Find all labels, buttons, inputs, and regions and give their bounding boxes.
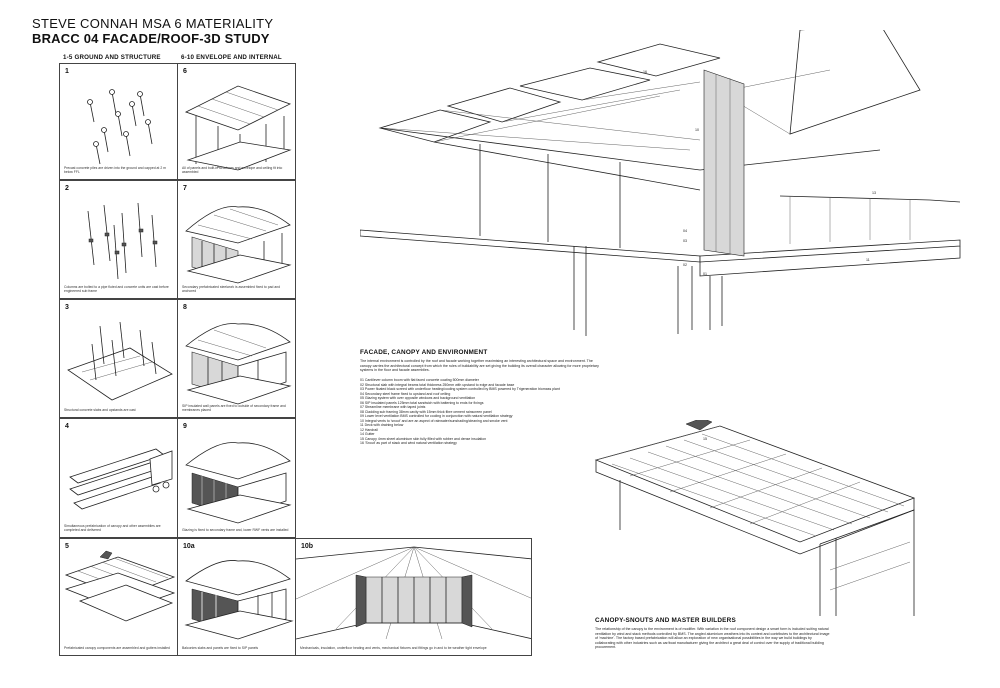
panel-2: 2 Columns are bolted to a pipe fluted an… [59, 180, 178, 299]
glazing-drawing [185, 442, 292, 524]
facade-key-item: 15 Canopy 4mm sheet aluminium skin fully… [360, 436, 487, 441]
panel-number: 10b [301, 543, 314, 550]
facade-key-item: 05 Glazing system with over opposite win… [360, 396, 476, 400]
canopy-assembly-drawing [64, 550, 176, 622]
panel-7: 7 Secondary prefabricated steelwork is a… [177, 180, 296, 299]
frame-roof-drawing [184, 85, 292, 171]
panel-number: 3 [65, 304, 69, 311]
tag-16: 16 [643, 70, 647, 74]
panel-caption: Precast concrete piles are driven into t… [64, 165, 166, 174]
slab-drawing [67, 321, 173, 401]
panel-10a: 10a Balconies slabs and panels are fixed… [177, 538, 296, 656]
panel-caption: Structural concrete slabs and upstands a… [64, 407, 136, 412]
panel-number: 8 [183, 304, 187, 311]
panel-1: 1 Precast concrete piles are driven into… [59, 63, 178, 180]
tag-02: 02 [683, 263, 687, 267]
panel-caption: Glazing is fixed to secondary frame and,… [182, 527, 289, 532]
panel-caption: All of panels and built-in structures an… [182, 165, 283, 174]
piles-drawing [87, 89, 153, 165]
secondary-frame-drawing [185, 206, 292, 284]
panel-caption: Mechanicals, insulation, underfloor heat… [300, 645, 487, 650]
facade-section-drawing [360, 30, 961, 336]
facade-key-item: 04 Secondary steel frame fixed to upstan… [360, 391, 451, 396]
facade-key-item: 03 Power floated black screed with under… [360, 387, 560, 391]
panel-number: 4 [65, 423, 69, 430]
panel-3: 3 Structural concrete slabs and upstands… [59, 299, 178, 418]
column-heading-left: 1-5 GROUND AND STRUCTURE [63, 54, 161, 61]
tag-04: 04 [683, 229, 687, 233]
panel-caption: Secondary prefabricated steelwork is ass… [182, 284, 281, 293]
panel-4: 4 Simultaneous prefabrication of canopy … [59, 418, 178, 538]
panel-caption: Columns are bolted to a pipe fluted and … [64, 284, 169, 293]
tag-11: 11 [866, 258, 870, 262]
panel-6: 6 All of panels and built-in structures … [177, 63, 296, 180]
header-line-1: STEVE CONNAH MSA 6 MATERIALITY [32, 16, 274, 31]
facade-key-item: 08 Cladding sub framing 38mm cavity with… [360, 409, 492, 414]
facade-key-item: 06 SIP insulated panels 125mm total sand… [360, 400, 484, 405]
facade-key-item: 12 Handrail [360, 427, 378, 432]
panel-8: 8 SIP insulated wall panels are fixed to… [177, 299, 296, 418]
tag-13: 13 [872, 191, 876, 195]
panel-number: 5 [65, 543, 69, 550]
facade-key-item: 02 Structural slab with integral beams t… [360, 382, 515, 387]
canopy-3d-drawing [594, 420, 916, 616]
panel-caption: Balconies slabs and panels are fixed to … [182, 645, 259, 650]
facade-key-item: 10 Integral vents to 'snout' and are an … [360, 418, 508, 423]
tag-10: 10 [695, 128, 699, 132]
facade-key-item: 16 'Snout' as part of stack and wind nat… [360, 441, 457, 445]
columns-drawing [87, 202, 158, 280]
canopy-text: The relationship of the canopy to the en… [595, 627, 830, 650]
panel-caption: Simultaneous prefabrication of canopy an… [64, 523, 161, 532]
facade-key-item: 09 Lower level ventilation BMS controlle… [360, 414, 513, 418]
column-heading-right: 6-10 ENVELOPE AND INTERNAL [181, 54, 282, 61]
panel-number: 9 [183, 423, 187, 430]
panel-10b: 10b Mechanicals, insulation, underfloor … [295, 538, 532, 656]
tag-15: 15 [703, 437, 707, 441]
tag-01: 01 [703, 272, 707, 276]
truck-delivery-drawing [69, 448, 173, 510]
tag-03: 03 [683, 239, 687, 243]
facade-intro: The internal environment is controlled b… [360, 359, 599, 373]
panel-caption: SIP insulated wall panels are fixed to o… [182, 403, 286, 412]
panel-number: 1 [65, 68, 69, 75]
panel-number: 2 [65, 185, 69, 192]
panel-number: 10a [183, 543, 195, 550]
facade-key-item: 01 Cantilever column boom with flat face… [360, 378, 479, 382]
interior-perspective-drawing [296, 546, 531, 640]
panel-5: 5 Prefabricated canopy components are as… [59, 538, 178, 656]
facade-key-item: 07 Streamline membrane with taped joints [360, 405, 426, 409]
balconies-drawing [184, 560, 294, 640]
header-line-2: BRACC 04 FACADE/ROOF-3D STUDY [32, 31, 270, 46]
panel-9: 9 Glazing is fixed to secondary frame an… [177, 418, 296, 538]
panel-number: 7 [183, 185, 187, 192]
facade-key-list: 01 Cantilever column boom with flat face… [360, 378, 600, 446]
sip-panels-drawing [185, 323, 292, 405]
facade-key-item: 14 Gutter [360, 432, 375, 436]
facade-key-item: 11 Deck with draining below [360, 423, 404, 427]
canopy-title: CANOPY-SNOUTS AND MASTER BUILDERS [595, 617, 736, 624]
panel-number: 6 [183, 68, 187, 75]
facade-title: FACADE, CANOPY AND ENVIRONMENT [360, 349, 488, 356]
panel-caption: Prefabricated canopy components are asse… [64, 645, 170, 650]
